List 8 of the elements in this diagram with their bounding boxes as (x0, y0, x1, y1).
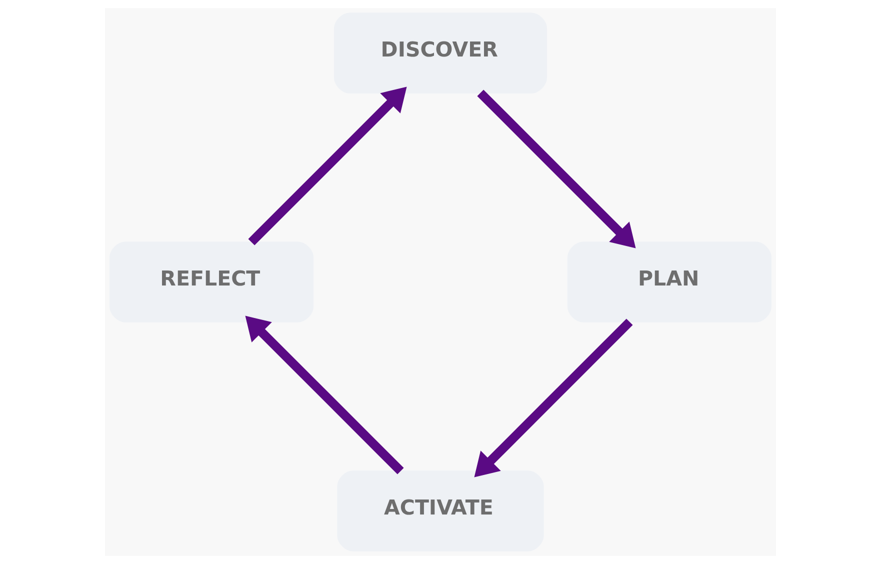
arrow (474, 318, 633, 478)
arrow (245, 316, 404, 474)
node-box: DISCOVER (334, 12, 548, 94)
arrow (477, 90, 636, 248)
node-box: REFLECT (110, 242, 314, 322)
arrow (248, 86, 407, 246)
node-box: PLAN (567, 242, 772, 322)
node-box: ACTIVATE (337, 470, 544, 552)
